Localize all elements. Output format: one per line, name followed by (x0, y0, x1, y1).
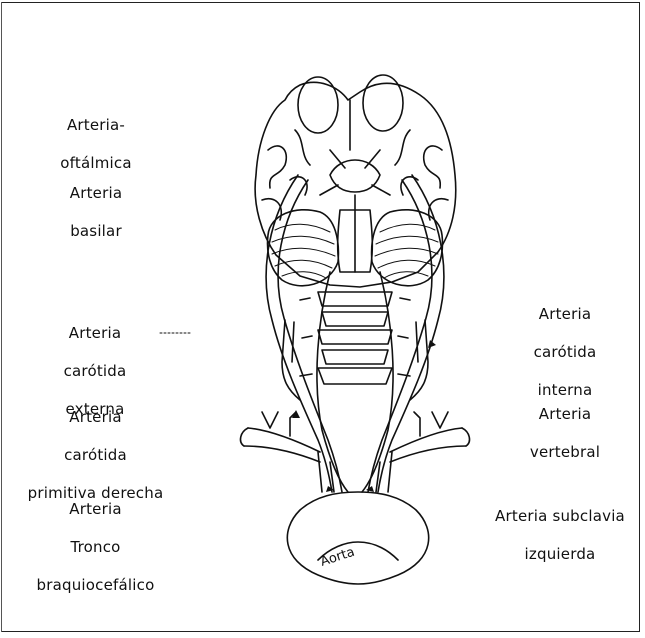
flow-arrows (292, 340, 436, 492)
left-internal-carotid-right-side (378, 175, 444, 492)
left-subclavian-branch (414, 412, 448, 436)
left-subclavian (390, 428, 466, 462)
right-gyri (395, 130, 448, 220)
right-subclavian-end (241, 428, 248, 446)
left-cerebellum-folia (272, 224, 335, 278)
label-arteria-subclavia-izquierda: Arteria subclavia izquierda (480, 488, 640, 583)
circle-of-willis (330, 160, 380, 192)
label-arteria-vertebral: Arteria vertebral (505, 386, 625, 481)
left-subclavian-end (462, 428, 469, 446)
aorta-label: Aorta (319, 545, 357, 570)
right-subclavian (244, 428, 320, 462)
left-gyri (262, 130, 310, 220)
label-arteria-tronco-braquiocefalico: Arteria Tronco braquiocefálico (8, 481, 183, 614)
right-cerebellum-folia (375, 224, 438, 278)
aortic-arch (287, 492, 428, 584)
left-olfactory-bulb (298, 77, 338, 133)
label-arteria-basilar: Arteria basilar (36, 165, 156, 260)
right-subclavian-branch (262, 412, 296, 436)
right-internal-carotid-left-side (266, 175, 332, 492)
